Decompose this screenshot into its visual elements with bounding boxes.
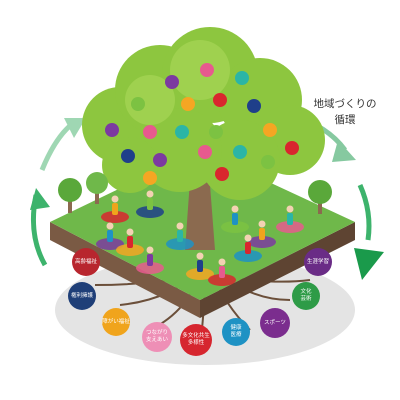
fruit bbox=[143, 125, 157, 139]
person-body bbox=[287, 213, 293, 225]
person-body bbox=[127, 236, 133, 248]
cycle-label: 地域づくりの 循環 bbox=[300, 96, 390, 128]
fruit bbox=[165, 75, 179, 89]
arrow-head-2 bbox=[354, 248, 384, 280]
fruit bbox=[153, 153, 167, 167]
theme-circle: 権利擁護 bbox=[68, 282, 96, 310]
theme-circle: 生涯学習 bbox=[304, 248, 332, 276]
fruit bbox=[261, 155, 275, 169]
arrow-head-3 bbox=[30, 188, 50, 210]
fruit bbox=[209, 125, 223, 139]
person-head bbox=[258, 220, 266, 228]
person-body bbox=[147, 198, 153, 210]
person-body bbox=[232, 213, 238, 225]
person-body bbox=[219, 266, 225, 278]
theme-circle: 障がい福祉 bbox=[102, 308, 130, 336]
person-head bbox=[286, 205, 294, 213]
fruits bbox=[105, 63, 299, 185]
person-mat bbox=[208, 274, 236, 286]
fruit bbox=[143, 171, 157, 185]
theme-circle: つながり 支えあい bbox=[142, 322, 172, 352]
person-mat bbox=[221, 221, 249, 233]
fruit bbox=[213, 93, 227, 107]
fruit bbox=[181, 97, 195, 111]
person-mat bbox=[136, 262, 164, 274]
arrow-head-4 bbox=[64, 118, 86, 138]
fruit bbox=[175, 125, 189, 139]
person-body bbox=[112, 203, 118, 215]
person-head bbox=[231, 205, 239, 213]
fruit bbox=[121, 149, 135, 163]
theme-circle: スポーツ bbox=[260, 308, 290, 338]
person-mat bbox=[234, 250, 262, 262]
theme-circle: 健康 医療 bbox=[222, 318, 250, 346]
fruit bbox=[247, 99, 261, 113]
person-body bbox=[197, 260, 203, 272]
fruit bbox=[235, 71, 249, 85]
person-head bbox=[244, 234, 252, 242]
person-body bbox=[107, 230, 113, 242]
person-mat bbox=[96, 238, 124, 250]
person-head bbox=[218, 258, 226, 266]
fruit bbox=[263, 123, 277, 137]
theme-circle: 高齢福祉 bbox=[72, 248, 100, 276]
platform-soil-left bbox=[50, 222, 200, 318]
platform-soil-right bbox=[200, 222, 355, 318]
fruit bbox=[215, 167, 229, 181]
fruit bbox=[198, 145, 212, 159]
person-mat bbox=[116, 244, 144, 256]
person-body bbox=[259, 228, 265, 240]
person-head bbox=[126, 228, 134, 236]
person-body bbox=[177, 230, 183, 242]
person-head bbox=[146, 190, 154, 198]
fruit bbox=[233, 145, 247, 159]
theme-circle: 文化 芸術 bbox=[292, 282, 320, 310]
person-head bbox=[106, 222, 114, 230]
person-mat bbox=[276, 221, 304, 233]
arrow-head-1 bbox=[332, 140, 356, 162]
person-mat bbox=[136, 206, 164, 218]
person-body bbox=[147, 254, 153, 266]
person-mat bbox=[101, 211, 129, 223]
person-head bbox=[146, 246, 154, 254]
people bbox=[96, 190, 304, 286]
person-body bbox=[245, 242, 251, 254]
person-mat bbox=[166, 238, 194, 250]
fruit bbox=[200, 63, 214, 77]
cycle-label-line2: 循環 bbox=[334, 114, 356, 126]
small-trees bbox=[58, 172, 332, 214]
person-head bbox=[196, 252, 204, 260]
fruit bbox=[285, 141, 299, 155]
theme-circle: 多文化共生 多様性 bbox=[180, 324, 212, 356]
person-head bbox=[176, 222, 184, 230]
tree-trunk bbox=[165, 148, 232, 250]
person-mat bbox=[248, 236, 276, 248]
person-mat bbox=[186, 268, 214, 280]
cycle-label-line1: 地域づくりの bbox=[313, 98, 377, 110]
fruit bbox=[131, 97, 145, 111]
fruit bbox=[105, 123, 119, 137]
person-head bbox=[111, 195, 119, 203]
